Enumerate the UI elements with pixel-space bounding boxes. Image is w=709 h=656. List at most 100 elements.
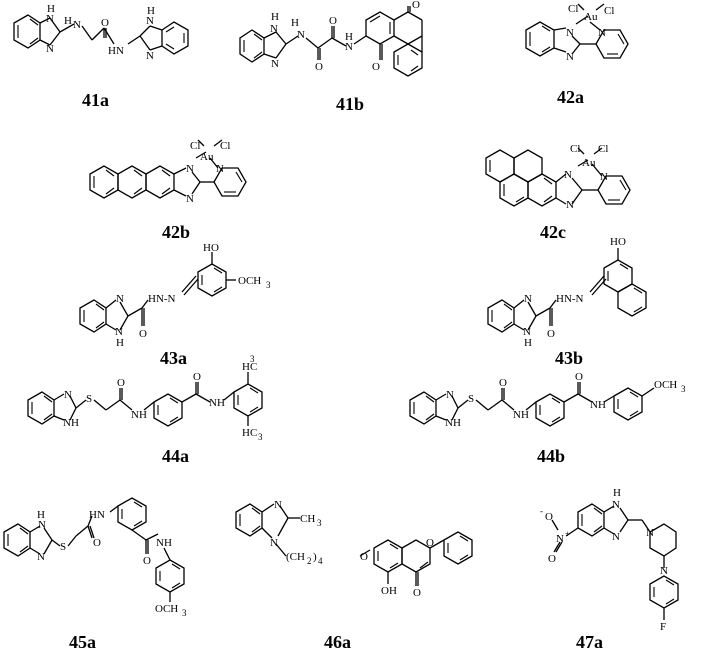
atom-label: C (250, 361, 257, 373)
subscript: 4 (318, 556, 323, 566)
atom-label: NH (131, 409, 147, 421)
compound-label-44a: 44a (162, 446, 189, 466)
compound-label-42b: 42b (162, 222, 190, 242)
compound-label-42c: 42c (540, 222, 566, 242)
atom-label: NH (209, 397, 225, 409)
atom-label: O (426, 537, 434, 549)
structure-44a: N S N H O NH O NH H C 3 H C 3 44a (27, 354, 263, 466)
atom-label: HN (89, 509, 105, 521)
atom-label: N (146, 50, 154, 62)
atom-label: N (64, 389, 72, 401)
atom-label: H (37, 509, 45, 521)
atom-label: Cl (568, 3, 578, 15)
atom-label: H (291, 17, 299, 29)
atom-label: HN-N (556, 293, 584, 305)
subscript: 3 (317, 518, 322, 528)
compound-label-45a: 45a (69, 632, 96, 652)
subscript: 3 (250, 354, 255, 364)
atom-label: N (446, 389, 454, 401)
subscript: 3 (258, 432, 263, 442)
atom-label: H (64, 15, 72, 27)
atom-label: N (146, 15, 154, 27)
atom-label: HN-N (148, 293, 176, 305)
atom-label: O (575, 371, 583, 383)
atom-label: OCH (654, 379, 677, 391)
atom-label: ) (313, 551, 317, 563)
structure-41b: H N N H N O O N H O O 41b (239, 0, 423, 114)
atom-label: N (186, 163, 194, 175)
structure-47a: H N O - N + O N N N F 47a (540, 487, 679, 652)
atom-label: O (499, 377, 507, 389)
atom-label: O (372, 61, 380, 73)
atom-label: S (86, 393, 92, 405)
atom-label: N (556, 533, 564, 545)
structure-43a: HO OCH 3 N HN-N N H O 43a (79, 242, 271, 368)
structure-44b: N S N H O NH O N H OCH 3 44b (409, 371, 686, 466)
atom-label: N (590, 399, 598, 411)
atom-label: O (412, 0, 420, 11)
atom-label: O (143, 555, 151, 567)
atom-label: H (242, 361, 250, 373)
atom-label: Cl (190, 140, 200, 152)
atom-label: N (564, 169, 572, 181)
compound-label-41a: 41a (82, 90, 109, 110)
atom-label: S (468, 393, 474, 405)
atom-label: O (93, 537, 101, 549)
atom-label: O (545, 511, 553, 523)
compound-label-46a: 46a (324, 632, 351, 652)
atom-label: NH (513, 409, 529, 421)
atom-label: N (63, 417, 71, 429)
atom-label: N (612, 499, 620, 511)
subscript: 3 (681, 384, 686, 394)
atom-label: Au (582, 157, 596, 169)
atom-label: N (566, 27, 574, 39)
atom-label: H (271, 11, 279, 23)
atom-label: H (242, 427, 250, 439)
atom-label: N (38, 519, 46, 531)
atom-label: N (523, 326, 531, 338)
atom-label: CH (300, 513, 315, 525)
atom-label: N (46, 13, 54, 25)
structure-42c: Cl Cl Au N N N 42c (485, 143, 631, 242)
atom-label: Cl (570, 143, 580, 155)
atom-label: F (660, 621, 666, 633)
atom-label: HO (203, 242, 219, 254)
atom-label: OH (381, 585, 397, 597)
atom-label: N (600, 171, 608, 183)
structure-42b: Cl Cl Au N N N 42b (89, 139, 247, 242)
atom-label: O (139, 328, 147, 340)
atom-label: N (524, 293, 532, 305)
atom-label: N (46, 43, 54, 55)
compound-label-43b: 43b (555, 348, 583, 368)
compound-label-41b: 41b (336, 94, 364, 114)
atom-label: (CH (286, 551, 305, 563)
atom-label: N (270, 23, 278, 35)
subscript: 3 (266, 280, 271, 290)
atom-label: OCH (238, 275, 261, 287)
atom-label: O (117, 377, 125, 389)
atom-label: N (297, 29, 305, 41)
structure-42a: Cl Cl Au N N N 42a (525, 3, 629, 107)
atom-label: N (186, 193, 194, 205)
atom-label: NH (156, 537, 172, 549)
atom-label: Au (200, 151, 214, 163)
atom-label: HO (610, 236, 626, 248)
atom-label: N (445, 417, 453, 429)
atom-label: H (147, 5, 155, 17)
atom-label: O (547, 328, 555, 340)
atom-label: C (250, 427, 257, 439)
atom-label: H (598, 399, 606, 411)
atom-label: N (598, 27, 606, 39)
atom-label: N (271, 58, 279, 70)
structure-45a: H N N S O HN O NH OCH 3 45a (3, 497, 187, 652)
structure-46a: N CH 3 N (CH 2 ) 4 O O OH O 46a (235, 499, 473, 652)
atom-label: N (216, 163, 224, 175)
compound-label-47a: 47a (576, 632, 603, 652)
atom-label: N (566, 199, 574, 211)
subscript: 2 (307, 556, 312, 566)
atom-label: O (548, 553, 556, 565)
atom-label: O (101, 17, 109, 29)
atom-label: N (270, 537, 278, 549)
atom-label: N (345, 41, 353, 53)
atom-label: Cl (604, 5, 614, 17)
